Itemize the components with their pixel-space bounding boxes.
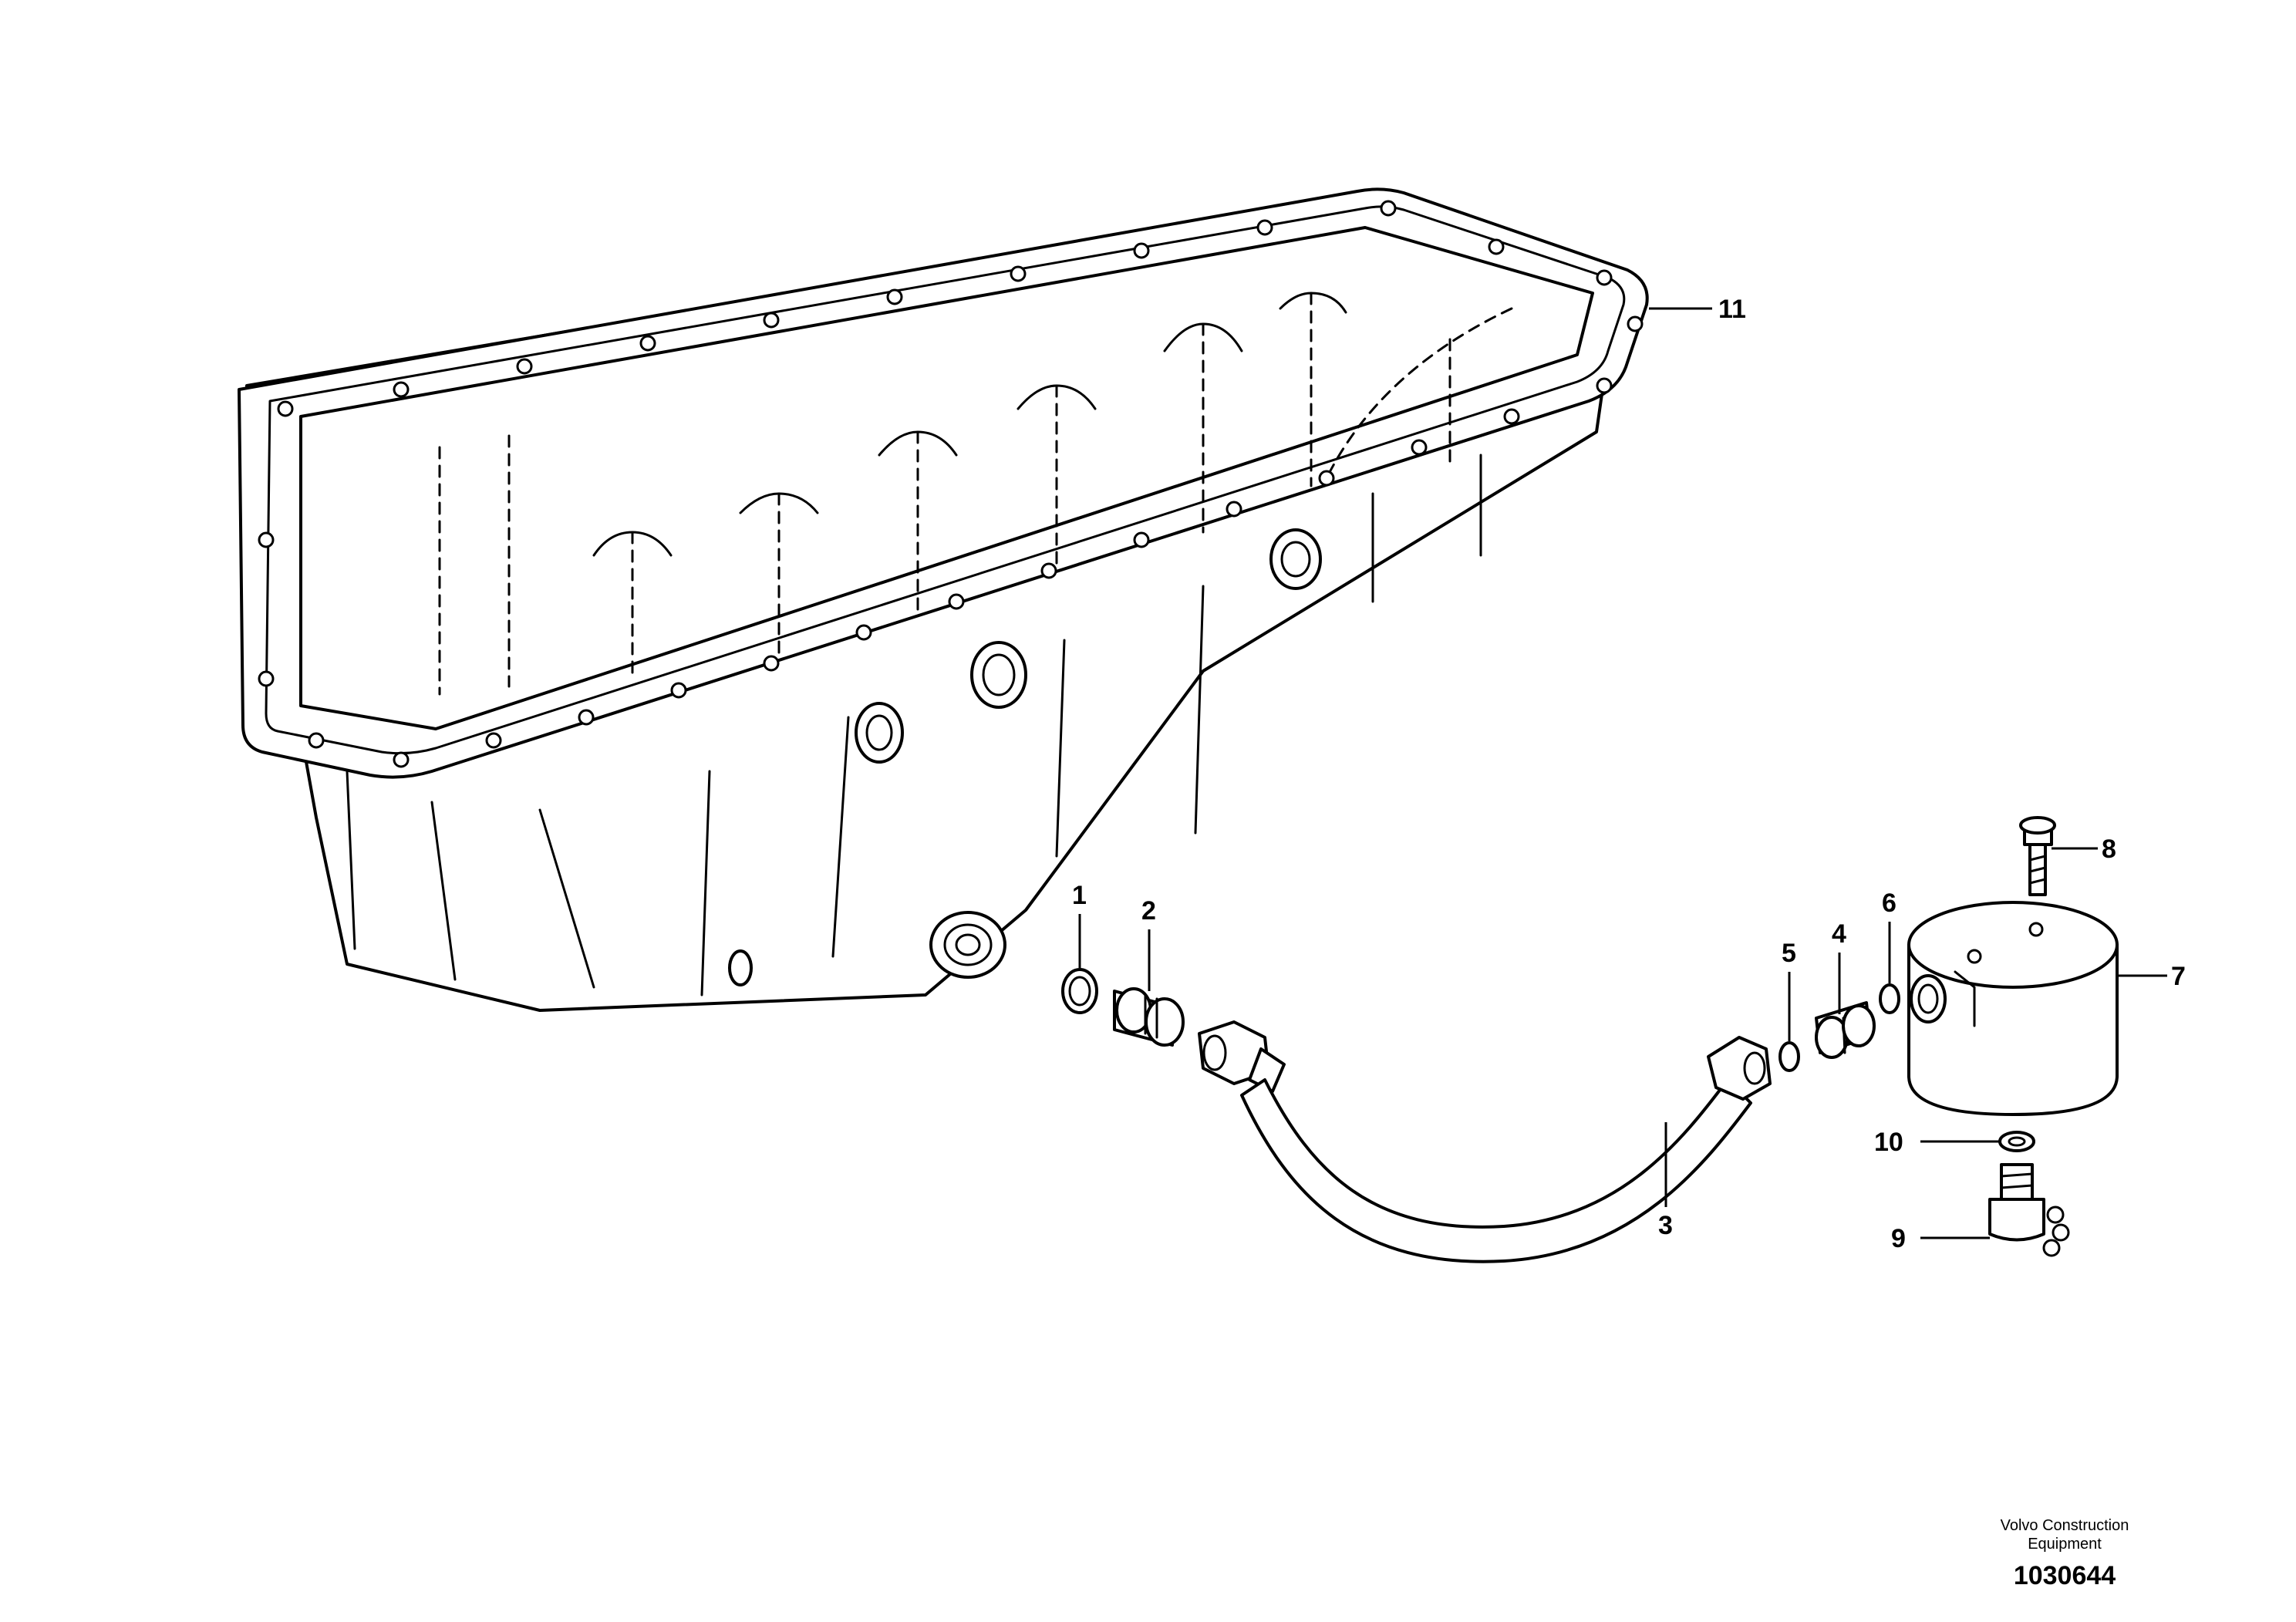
- oil-sump: [238, 187, 1649, 1012]
- callout-3: 3: [1658, 1211, 1673, 1240]
- drain-valve-block: [1907, 901, 2119, 1116]
- callout-2: 2: [1141, 896, 1156, 926]
- callout-4: 4: [1832, 919, 1846, 949]
- callout-11: 11: [1718, 295, 1746, 324]
- seal-ring: [1061, 968, 1098, 1014]
- o-ring-5: [1778, 1041, 1800, 1072]
- washer: [1998, 1131, 2035, 1152]
- callout-6: 6: [1882, 889, 1896, 918]
- callout-labels: 11 1 2 3 4 5 6 7 8 9 10: [1072, 295, 2186, 1253]
- callout-5: 5: [1782, 939, 1796, 968]
- callout-7: 7: [2171, 962, 2186, 991]
- brand-line-2: Equipment: [2028, 1536, 2102, 1553]
- nipple-right: [1815, 1001, 1876, 1059]
- drain-plug-with-cap: [1988, 1163, 2070, 1257]
- brand-line-1: Volvo Construction: [2000, 1517, 2129, 1534]
- callout-10: 10: [1874, 1128, 1903, 1157]
- nipple-left: [1113, 987, 1185, 1047]
- flange-screw: [2019, 816, 2056, 896]
- leader-lines: [1078, 307, 2167, 1239]
- document-number: 1030644: [2013, 1561, 2116, 1590]
- callout-1: 1: [1072, 881, 1087, 910]
- callout-9: 9: [1891, 1224, 1906, 1253]
- footer-caption: Volvo Construction Equipment 1030644: [1941, 1516, 2188, 1591]
- o-ring-6: [1879, 983, 1900, 1014]
- hose: [1198, 1020, 1772, 1263]
- callout-8: 8: [2102, 835, 2116, 864]
